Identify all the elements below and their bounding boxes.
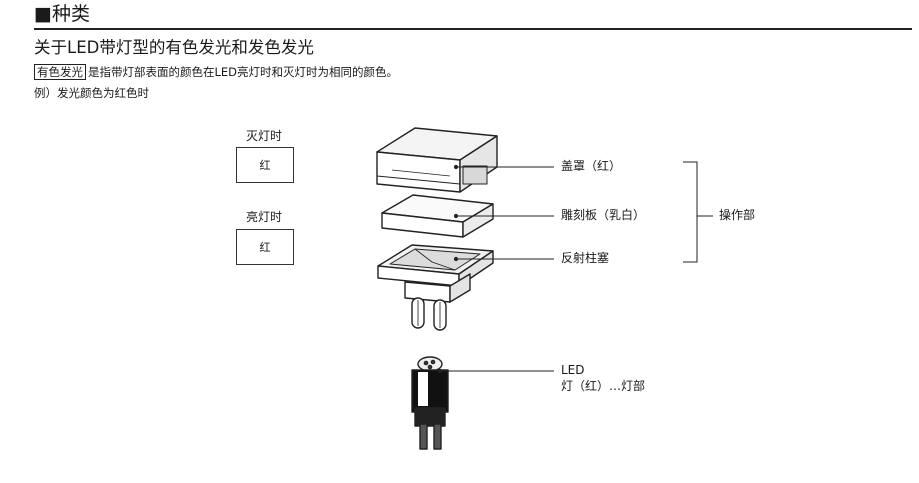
leader-lines xyxy=(437,161,713,374)
subsection-title: 关于LED带灯型的有色发光和发色发光 xyxy=(34,38,314,57)
plate-drawing xyxy=(381,194,494,238)
section-divider xyxy=(34,28,912,30)
callout-operating-part: 操作部 xyxy=(719,208,756,222)
callout-reflector: 反射柱塞 xyxy=(561,251,610,265)
boxed-term: 有色发光 xyxy=(34,64,86,80)
description-text: 是指带灯部表面的颜色在LED亮灯时和灭灯时为相同的颜色。 xyxy=(88,65,399,79)
reflector-drawing xyxy=(377,244,494,331)
cover-drawing xyxy=(376,127,498,193)
off-state-box: 红 xyxy=(236,147,294,183)
example-text: 例）发光颜色为红色时 xyxy=(34,86,149,100)
callout-cover: 盖罩（红） xyxy=(561,159,622,173)
section-title: ■种类 xyxy=(34,3,90,25)
off-state-color: 红 xyxy=(259,159,271,172)
callout-engraved-plate: 雕刻板（乳白） xyxy=(561,208,646,222)
led-drawing xyxy=(411,356,449,450)
callout-lamp-part: 灯（红）…灯部 xyxy=(561,379,646,393)
on-state-box: 红 xyxy=(236,229,294,265)
on-state-color: 红 xyxy=(259,241,271,254)
on-state-label: 亮灯时 xyxy=(246,210,283,224)
callout-led: LED xyxy=(561,363,585,377)
description: 有色发光是指带灯部表面的颜色在LED亮灯时和灭灯时为相同的颜色。 xyxy=(34,64,398,80)
off-state-label: 灭灯时 xyxy=(246,129,283,143)
